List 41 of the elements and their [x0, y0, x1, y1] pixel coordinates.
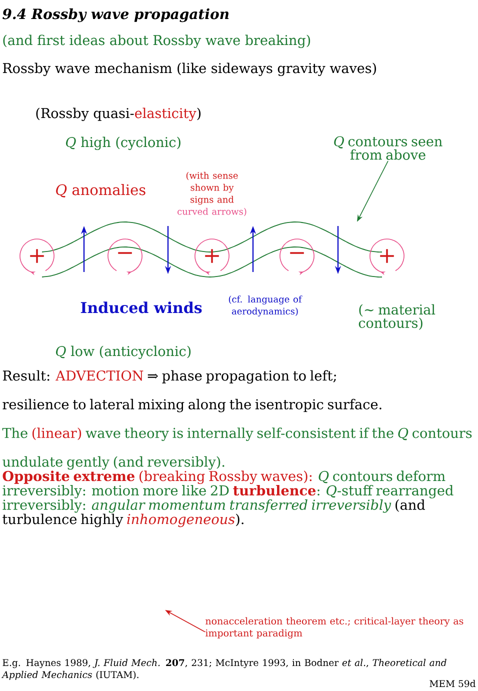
reference-text: E.g. Haynes 1989, J. Fluid Mech. 207, 231; McIntyre 1993, in Bodner et al., Theoretical and Applied Mechanics (IUTAM).: [2, 658, 446, 680]
label: Q-stuff rearranged: [326, 485, 454, 498]
label: ⇒ phase propagation to left;: [148, 370, 336, 384]
region-label: Q high (cyclonic): [66, 136, 180, 150]
diagram-label: Q anomalies: [56, 184, 146, 198]
label: :: [318, 489, 320, 496]
label: (linear): [32, 428, 82, 440]
region-label: Q low (anticyclonic): [56, 346, 191, 359]
sign: −: [290, 252, 304, 254]
label: ADVECTION: [56, 370, 144, 381]
sign: +: [205, 249, 219, 263]
label: irreversibly: motion more like 2D: [2, 485, 229, 498]
text-line: (Rossby quasi-elasticity): [36, 108, 201, 121]
label: undulate gently (and reversibly).: [2, 456, 224, 470]
diagram-label: (~ material contours): [358, 304, 436, 330]
sign: +: [380, 249, 394, 263]
label: turbulence: [233, 485, 316, 496]
note-text: (with sense shown by signs and curved arrows): [178, 172, 246, 216]
label: Q contours deform: [318, 470, 446, 484]
page-code: MEM 59d: [430, 680, 476, 688]
label: Result:: [2, 370, 50, 381]
text-line: Rossby wave mechanism (like sideways gravity waves): [2, 62, 376, 76]
note-text: (cf. language of aerodynamics): [228, 296, 302, 316]
sign: −: [118, 252, 132, 254]
diagram-label: Induced winds: [80, 302, 202, 314]
label: irreversibly: angular momentum transferred irreversibly: [2, 499, 392, 513]
subtitle: (and first ideas about Rossby wave breaking): [3, 34, 310, 48]
note-text: nonacceleration theorem etc.; critical-layer theory as important paradigm: [206, 617, 464, 639]
sign: +: [30, 249, 44, 263]
label: wave theory is internally self-consistent if the Q contours: [86, 428, 472, 441]
label: Opposite extreme: [2, 470, 134, 484]
paragraph: Result: ADVECTION ⇒ phase propagation to left; resilience to lateral mixing along the isentropic surface. The (linear) wave theory is internally self-consistent if the Q contours undulate gently (and reversibly). Opposite extreme (breaking Rossby waves): Q contours deform irreversibly: motion more like 2D turbulence: Q-stuff rearranged irreversibly: angular momentum transferred irreversibly (and turbulence highly inhomogeneous).: [2, 370, 472, 528]
label: (and: [396, 499, 425, 512]
callout-text: Q contours seen from above: [334, 136, 442, 160]
label: inhomogeneous: [127, 514, 235, 528]
title: 9.4 Rossby wave propagation: [2, 8, 229, 22]
label: resilience to lateral mixing along the isentropic surface.: [2, 398, 382, 412]
label: ).: [236, 514, 244, 526]
label: The: [2, 428, 28, 438]
label: turbulence highly: [2, 514, 124, 528]
label: (breaking Rossby waves):: [140, 470, 312, 484]
